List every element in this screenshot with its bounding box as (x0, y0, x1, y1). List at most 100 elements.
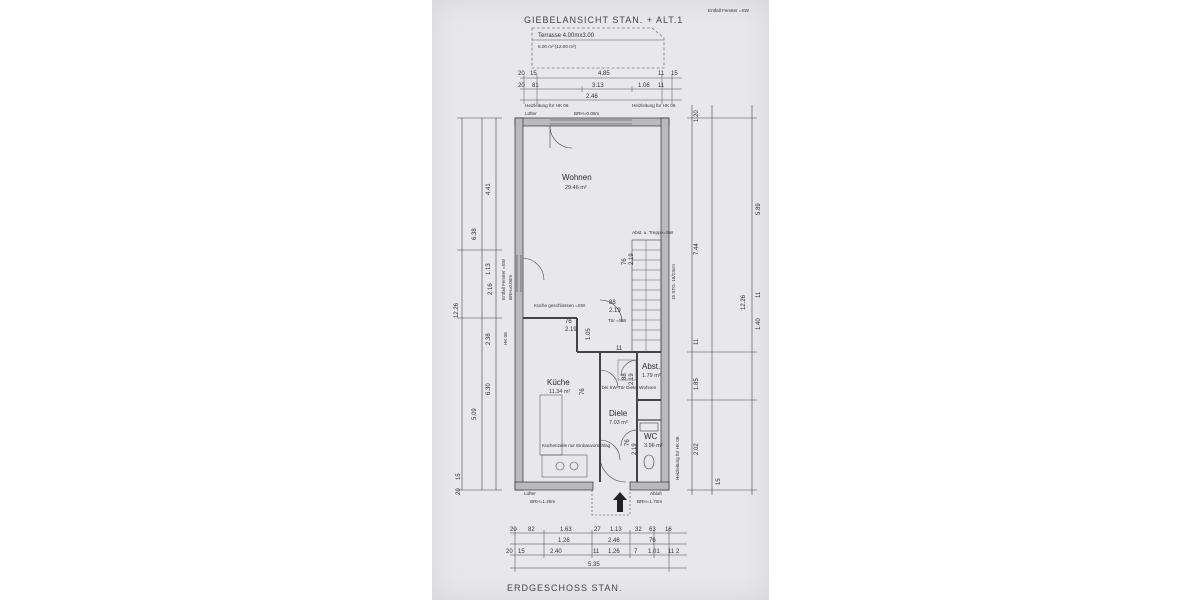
dim-interior: 2.19 (632, 443, 638, 455)
note-tuer-wohnen: Tür =SW (608, 318, 627, 323)
dim-top: 20 (518, 83, 525, 89)
dim-left-inner: 6.30 (486, 383, 492, 395)
terrace-area: 6.00 m² (12.00 m²) (538, 44, 577, 49)
top-note: Entfall Fenster =SW (708, 8, 749, 13)
room-kueche: Küche (547, 378, 570, 387)
dim-right-outer: 5.89 (756, 203, 762, 215)
dim-interior: 2.19 (629, 253, 635, 265)
room-diele: Diele (609, 409, 628, 418)
dim-left-inner: 20 (456, 488, 462, 495)
room-kueche-area: 11.34 m² (549, 389, 571, 395)
dim-bottom: 20 (510, 527, 517, 533)
dim-bottom: 1.26 (608, 549, 620, 555)
dim-interior: 2.19 (609, 308, 621, 314)
dim-bottom: 32 (635, 527, 642, 533)
dim-left-inner: 1.13 (486, 263, 492, 275)
dim-right-inner: 1.85 (694, 378, 700, 390)
dim-interior: 2.19 (565, 327, 577, 333)
dim-interior: 88 (609, 300, 616, 306)
dim-bottom: 27 (594, 527, 601, 533)
dim-left-inner: 4.41 (486, 183, 492, 195)
dim-bottom: 2.40 (550, 549, 562, 555)
dim-bottom: 2 (676, 549, 680, 555)
dim-interior: 76 (622, 258, 628, 265)
dim-bottom: 16 (665, 527, 672, 533)
note-brh-bottom-left: BRH=1.20m (530, 499, 556, 504)
dim-top: 1.06 (638, 83, 650, 89)
room-abst: Abst. (642, 362, 661, 371)
dim-right-inner: 11 (694, 338, 700, 345)
dim-top: 2.46 (586, 94, 598, 100)
dim-bottom: 20 (506, 549, 513, 555)
terrace-label: Terrasse 4.00mx3.00 (538, 33, 595, 39)
dim-interior: 88 (622, 373, 628, 380)
dim-top: 4.85 (598, 71, 610, 77)
note-abluft: Abluft (650, 491, 662, 496)
note-heizleitung-right: Heizleitung für HK 06 (632, 103, 676, 108)
bottom-title: ERDGESCHOSS STAN. (507, 583, 623, 593)
dim-bottom: 7 (634, 549, 638, 555)
dim-top: 81 (532, 83, 539, 89)
dim-top: 3.13 (592, 83, 604, 89)
dim-right-inner: 7.44 (694, 243, 700, 255)
dim-bottom: 1.01 (648, 549, 660, 555)
dim-interior: 76 (625, 439, 631, 446)
dim-top: 11 (658, 83, 665, 89)
dim-bottom: 1.63 (560, 527, 572, 533)
dim-bottom: 76 (649, 538, 656, 544)
dim-top: 11 (658, 71, 665, 77)
room-wohnen: Wohnen (562, 173, 592, 182)
dim-top: 15 (530, 71, 537, 77)
dim-left-outer: 6.38 (472, 228, 478, 240)
dim-left-inner: 15 (456, 473, 462, 480)
dim-right-outer: 12.26 (741, 294, 747, 310)
dim-bottom: 15 (518, 549, 525, 555)
note-brh-bottom-right: BRH=1.70m (637, 499, 663, 504)
dim-top: 15 (671, 71, 678, 77)
room-wc-area: 3.96 m² (644, 443, 663, 449)
note-hk-left: HK 06 (503, 332, 508, 345)
dim-right-inner: 2.02 (694, 443, 700, 455)
dim-interior: 76 (565, 319, 572, 325)
dim-left-outer: 5.09 (472, 408, 478, 420)
room-abst-area: 1.79 m² (642, 373, 661, 379)
room-wc: WC (644, 432, 658, 441)
dim-bottom: 2.46 (608, 538, 620, 544)
note-kueche-geschlossen: Küche geschlossen =SW (534, 303, 586, 308)
dim-bottom: 11 (668, 549, 675, 555)
note-heizleitung-bottom: Heizleitung für HK 06 (675, 436, 680, 480)
dim-bottom: 11 (593, 549, 600, 555)
dim-right-inner: 15 (716, 478, 722, 485)
dim-interior: 11 (616, 346, 623, 352)
top-title: GIEBELANSICHT STAN. + ALT.1 (524, 15, 684, 25)
dim-left-outer: 12.26 (454, 302, 460, 318)
dim-right-outer: 11 (756, 291, 762, 298)
drawing-sheet: GIEBELANSICHT STAN. + ALT.1 Entfall Fens… (432, 0, 769, 600)
note-brh-top: BRH=0.00m (574, 111, 600, 116)
note-entfall-fenster-left: Entfall Fenster =SW (501, 259, 506, 300)
dim-bottom: 63 (649, 527, 656, 533)
dim-left-inner: 2.16 (488, 283, 494, 295)
dim-bottom: 82 (528, 527, 535, 533)
dim-bottom: 1.13 (610, 527, 622, 533)
note-tuer-diele: bei SW Tür Diele/ Wohnen (602, 385, 657, 390)
dim-top: 20 (518, 71, 525, 77)
note-luefter-top: Lüfter (525, 111, 537, 116)
room-wohnen-area: 29.46 m² (565, 185, 587, 191)
dim-bottom-total: 5.35 (588, 562, 600, 568)
dim-left-inner: 2.38 (486, 333, 492, 345)
note-luefter-bottom: Lüfter (524, 491, 536, 496)
dim-right-inner: 1.20 (694, 110, 700, 122)
dim-bottom: 1.26 (558, 538, 570, 544)
dim-interior: 1.05 (586, 328, 592, 340)
note-heizleitung-left: Heizleitung für HK 06 (525, 103, 569, 108)
note-abst-treppe: Abst. u. Treppe=SW (632, 230, 674, 235)
dim-interior: 2.19 (629, 373, 635, 385)
dim-right-outer: 1.40 (756, 318, 762, 330)
entrance-arrow-icon (613, 492, 627, 512)
note-brh-left: BRH=0.00m (508, 274, 513, 300)
note-stg: 15 STG. 18/23cm (671, 263, 676, 300)
room-diele-area: 7.03 m² (609, 420, 628, 426)
floor-plan-graphic (457, 27, 757, 572)
dim-interior: 76 (580, 388, 586, 395)
